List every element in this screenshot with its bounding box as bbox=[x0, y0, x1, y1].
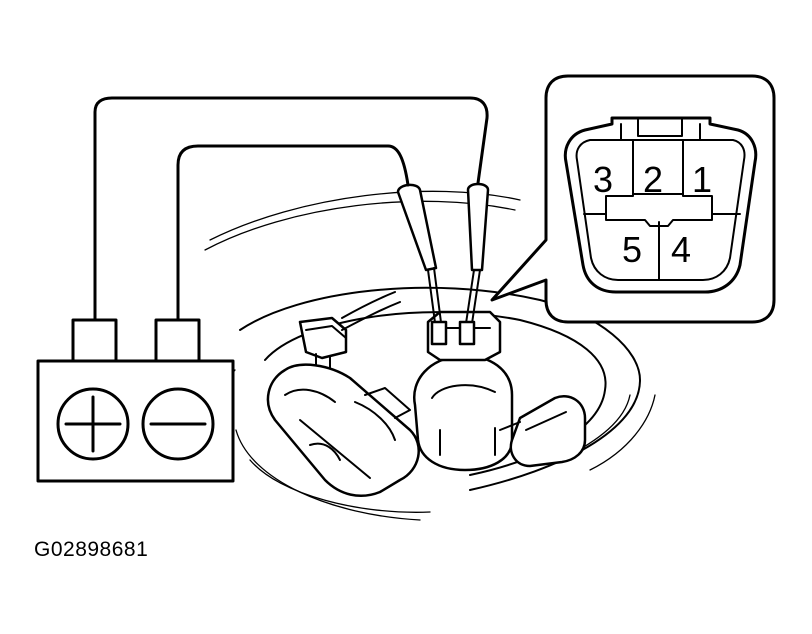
harness-connector-left bbox=[298, 291, 401, 369]
pin-4-label: 4 bbox=[671, 229, 691, 270]
pump-wire-connector bbox=[266, 363, 420, 497]
connector-pin-face: 3 2 1 5 4 bbox=[563, 116, 758, 294]
pin-1-label: 1 bbox=[692, 159, 712, 200]
pin-2-label: 2 bbox=[643, 159, 663, 200]
connector-callout-bubble bbox=[490, 74, 776, 324]
harness-connector-right bbox=[499, 395, 587, 468]
positive-lead-wire bbox=[93, 96, 489, 322]
test-probe-negative bbox=[396, 183, 448, 346]
pin-3-label: 3 bbox=[593, 159, 613, 200]
battery bbox=[36, 318, 235, 483]
test-probe-positive bbox=[458, 182, 490, 346]
negative-lead-wire bbox=[176, 144, 410, 322]
plus-symbol-icon bbox=[56, 387, 130, 461]
pin-5-label: 5 bbox=[622, 229, 642, 270]
minus-symbol-icon bbox=[141, 387, 215, 461]
figure-code: G02898681 bbox=[34, 538, 149, 561]
